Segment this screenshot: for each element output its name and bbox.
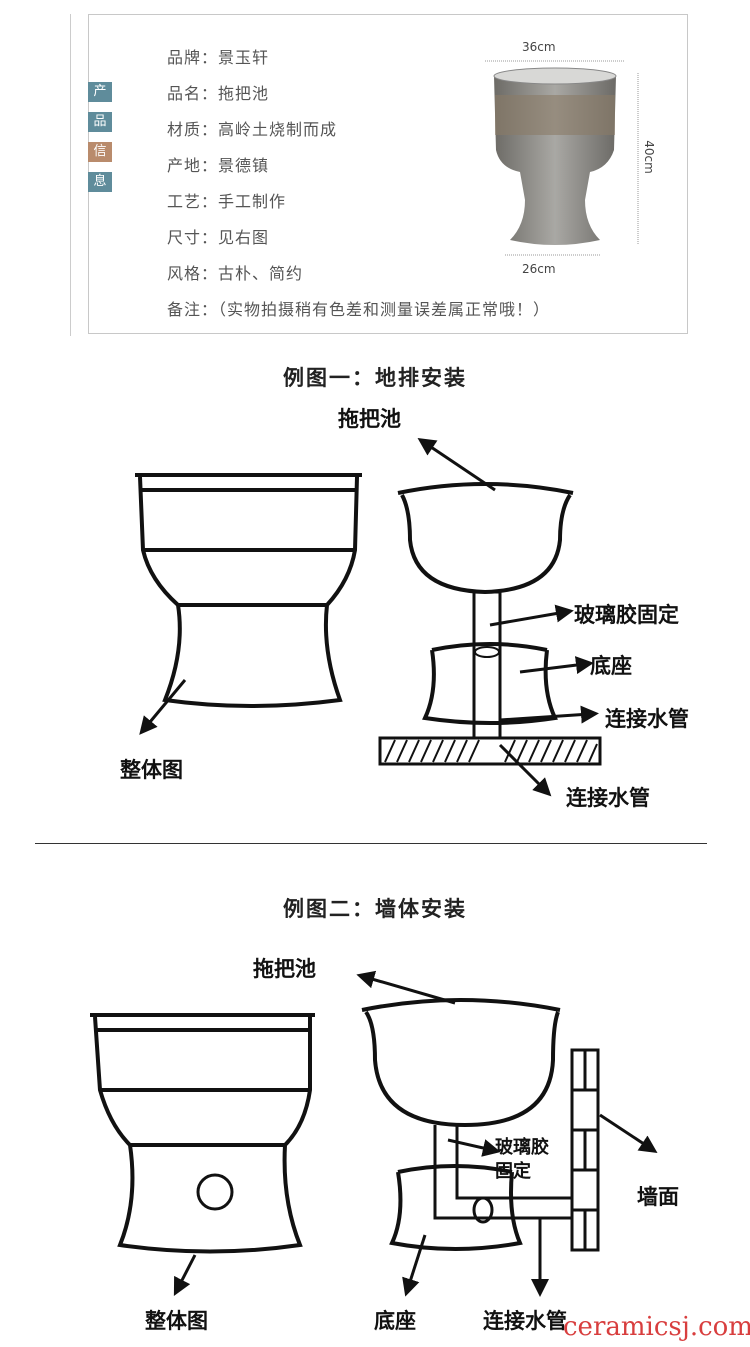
floor-install-diagram: 整体图 拖把池 玻璃胶固定 底座 连接水管 连接水管	[120, 407, 689, 810]
label-basin: 拖把池	[253, 957, 316, 981]
info-row-size: 尺寸：见右图	[167, 228, 270, 247]
dimension-top: 36cm	[522, 40, 556, 54]
label-glue-line1: 玻璃胶	[495, 1136, 549, 1158]
info-row-craft: 工艺：手工制作	[167, 192, 287, 211]
product-photo	[485, 60, 639, 256]
dimension-height: 40cm	[641, 140, 656, 174]
label-glue: 玻璃胶固定	[574, 603, 679, 627]
info-row-style: 风格：古朴、简约	[167, 264, 304, 283]
info-row-material: 材质：高岭土烧制而成	[167, 120, 338, 139]
info-row-note: 备注：（实物拍摄稍有色差和测量误差属正常哦！）	[167, 300, 551, 319]
label-glue-line2: 固定	[495, 1160, 531, 1182]
base-outline	[422, 642, 558, 725]
whole-vase-outline	[90, 1013, 315, 1254]
side-tab: 信	[88, 142, 112, 162]
label-wall: 墙面	[637, 1185, 679, 1209]
label-whole: 整体图	[145, 1309, 208, 1333]
section-divider	[35, 843, 707, 844]
label-base: 底座	[374, 1309, 416, 1333]
label-pipe2: 连接水管	[566, 786, 650, 810]
info-row-name: 品名：拖把池	[167, 84, 270, 103]
dimension-bottom: 26cm	[522, 262, 556, 276]
wall	[570, 1048, 600, 1252]
info-row-origin: 产地：景德镇	[167, 156, 270, 175]
wall-install-diagram: 整体图 拖把池 玻璃胶 固定 墙面 底座 连接水管	[90, 957, 679, 1333]
left-rule	[70, 14, 71, 336]
label-whole: 整体图	[120, 758, 183, 782]
label-basin: 拖把池	[338, 407, 401, 431]
info-row-brand: 品牌：景玉轩	[167, 48, 270, 67]
side-tab: 息	[88, 172, 112, 192]
basin-outline	[397, 482, 574, 595]
side-tab: 产	[88, 82, 112, 102]
watermark: ceramicsj.com	[563, 1312, 750, 1342]
label-pipe: 连接水管	[483, 1309, 567, 1333]
label-pipe1: 连接水管	[605, 707, 689, 731]
diagram2-title: 例图二：墙体安装	[283, 897, 467, 921]
floor	[378, 736, 602, 766]
base-outline	[389, 1164, 523, 1251]
diagram1-title: 例图一：地排安装	[283, 366, 467, 390]
basin-outline	[361, 998, 561, 1128]
whole-vase-outline	[135, 473, 362, 708]
side-tab: 品	[88, 112, 112, 132]
label-base: 底座	[590, 654, 632, 678]
